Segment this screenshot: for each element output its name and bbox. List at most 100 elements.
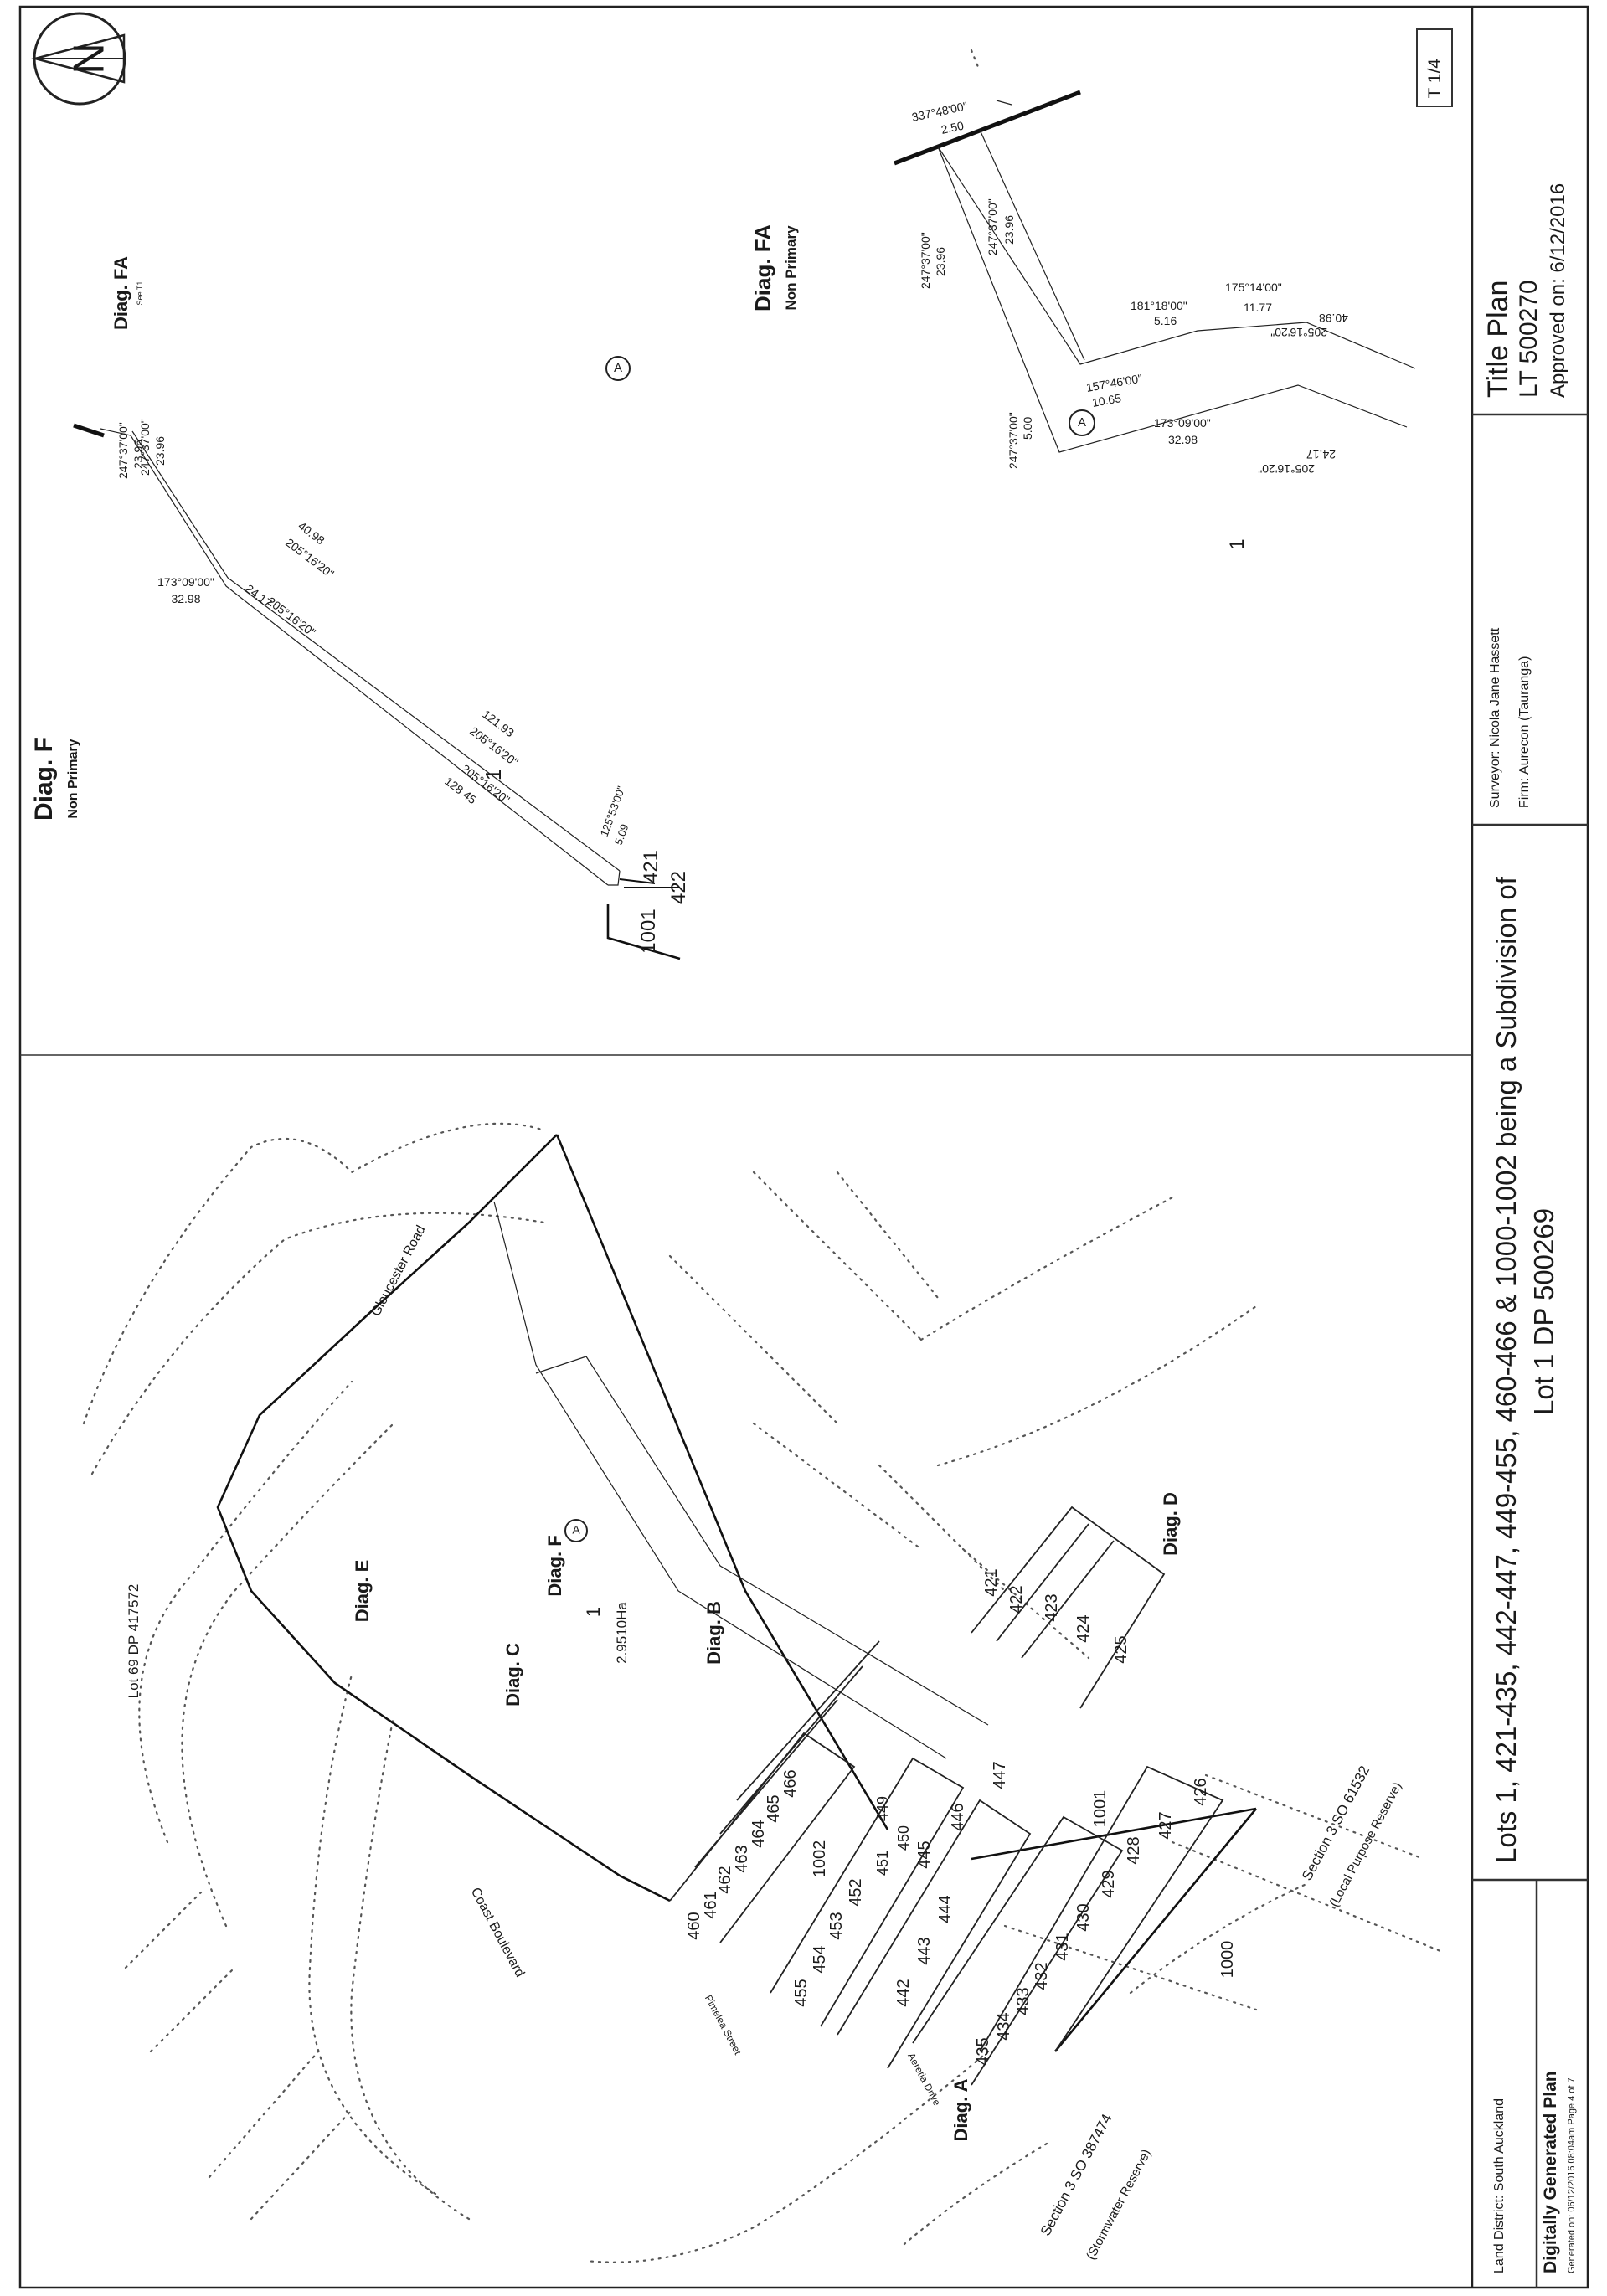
lot-label: 1001 (637, 909, 660, 953)
plan-number: LT 500270 (1515, 280, 1543, 398)
lot-label: 425 (1112, 1635, 1131, 1663)
north-label: N (65, 43, 114, 75)
diagram-reference: Diag. C (502, 1643, 523, 1707)
distance-label: 23.96 (153, 436, 167, 466)
generated-on: Generated on: 06/12/2016 08:04am Page 4 … (1567, 2077, 1577, 2273)
lot-label: 442 (894, 1979, 913, 2006)
bearing-label: 181°18'00" (1131, 299, 1187, 312)
bearing-label: 205°16'20" (283, 536, 337, 581)
bearing-label: 157°46'00" (1085, 371, 1144, 394)
lot-label: 452 (847, 1878, 865, 1906)
lot-label: 460 (685, 1912, 703, 1939)
lot-label: 433 (1014, 1987, 1033, 2015)
lot-1-boundary (555, 1134, 889, 1830)
distance-label: 5.09 (612, 822, 631, 847)
row-terminal-line (73, 423, 105, 438)
lot-label: 1002 (811, 1840, 829, 1878)
lot-label: 447 (991, 1761, 1009, 1789)
fa-boundary-line (937, 146, 1408, 453)
lot-label: 421 (982, 1568, 1001, 1596)
approved-date: Approved on: 6/12/2016 (1547, 183, 1569, 398)
lot-grid-row (770, 1757, 1224, 2086)
lot-label: 461 (702, 1891, 720, 1918)
lot-label: 444 (936, 1895, 955, 1923)
lot-label: 445 (915, 1840, 934, 1868)
lot-label: 466 (781, 1769, 800, 1797)
fa-boundary-line (979, 129, 1085, 361)
fa-dimension-line (996, 100, 1012, 106)
diagram-reference: Diag. A (950, 2078, 971, 2141)
distance-label: 11.77 (1244, 301, 1272, 314)
diag-f-subtitle: Non Primary (66, 739, 80, 818)
row-boundary-line (608, 870, 621, 886)
plan-type: Title Plan (1482, 281, 1514, 398)
lot-label: 443 (915, 1937, 934, 1964)
bearing-label: 247°37'00" (116, 422, 130, 479)
lot-label: 449 (874, 1796, 891, 1821)
lot-label: 464 (749, 1820, 768, 1847)
diag-f-title: Diag. F (30, 737, 58, 821)
distance-label: 23.96 (1002, 215, 1016, 245)
distance-label: 10.65 (1091, 391, 1122, 409)
distance-label: 23.96 (131, 440, 145, 469)
distance-label: 23.96 (934, 247, 947, 276)
easement-marker-icon (564, 1519, 588, 1542)
lot-label: 455 (792, 1979, 811, 2006)
bearing-label: 247°37'00" (986, 198, 999, 255)
fa-boundary-line (937, 146, 1416, 369)
fa-terminal-line (894, 90, 1081, 166)
row-boundary-line (131, 430, 621, 872)
bearing-label: 247°37'00" (138, 419, 152, 476)
diagram-reference: Diag. D (1160, 1492, 1181, 1556)
lot-label: 446 (949, 1803, 967, 1830)
road-label: Gloucester Road (368, 1223, 428, 1319)
surveyor-name: Surveyor: Nicola Jane Hassett (1488, 627, 1502, 808)
lot-label: 422 (1007, 1585, 1026, 1613)
lot-label: 429 (1100, 1870, 1118, 1897)
bearing-label: 205°16'20" (1270, 326, 1327, 339)
overview-panel: A Gloucester Road Coast Boulevard Pimele… (82, 1122, 1442, 2263)
bearing-label: 173°09'00" (157, 575, 214, 589)
diag-fa-title: Diag. FA (750, 224, 775, 311)
parcel-note: (Stormwater Reserve) (1084, 2147, 1154, 2263)
lot-label: 423 (1043, 1593, 1061, 1621)
lot-1-area: 2.9510Ha (614, 1602, 630, 1664)
lot-label: 462 (716, 1866, 734, 1893)
lot-label: 465 (765, 1794, 783, 1822)
lot-label: 424 (1074, 1614, 1093, 1642)
bearing-label: 247°37'00" (919, 232, 932, 289)
lot-1-boundary (216, 1134, 671, 1902)
diag-f-panel: Diag. F Non Primary 1 A 247°37'00" 23.96… (30, 356, 690, 960)
lot-label: 427 (1156, 1811, 1175, 1839)
row-boundary-line (100, 428, 609, 886)
diagram-reference: Diag. F (544, 1535, 565, 1596)
adjoining-lot-lines (82, 1122, 1442, 2263)
lot-label: 421 (640, 850, 662, 883)
distance-label: 2.50 (940, 119, 965, 136)
easement-marker-label: A (572, 1523, 580, 1537)
right-of-way-line (535, 1356, 989, 1726)
lot-421-boundary (619, 878, 656, 884)
lot-1000-boundary (971, 1807, 1257, 1861)
distance-label: 32.98 (171, 592, 200, 605)
lot-label: 463 (733, 1845, 751, 1872)
lot-label: 450 (895, 1825, 912, 1851)
distance-label: 32.98 (1168, 433, 1198, 446)
road-label: Pimelea Street (703, 1993, 744, 2057)
lot-label: 430 (1074, 1903, 1093, 1931)
lot-1001-boundary (606, 904, 681, 960)
lot-label: 431 (1053, 1933, 1072, 1960)
distance-label: 5.16 (1154, 314, 1177, 327)
bearing-label: 173°09'00" (1154, 416, 1211, 430)
survey-firm: Firm: Aurecon (Tauranga) (1517, 656, 1532, 808)
digitally-generated-label: Digitally Generated Plan (1541, 2071, 1560, 2273)
bearing-label: 175°14'00" (1225, 281, 1282, 294)
parcel-label: Lot 69 DP 417572 (126, 1584, 142, 1699)
lot-1-label: 1 (583, 1607, 604, 1617)
lot-label: 1000 (1218, 1941, 1237, 1979)
easement-marker-icon (1069, 409, 1095, 436)
diag-fa-title: Diag. FA (111, 256, 131, 330)
road-label: Coast Boulevard (468, 1886, 528, 1979)
diag-fa-see-ref: See T1 (136, 281, 144, 306)
diag-fa-lot: 1 (1226, 538, 1249, 549)
